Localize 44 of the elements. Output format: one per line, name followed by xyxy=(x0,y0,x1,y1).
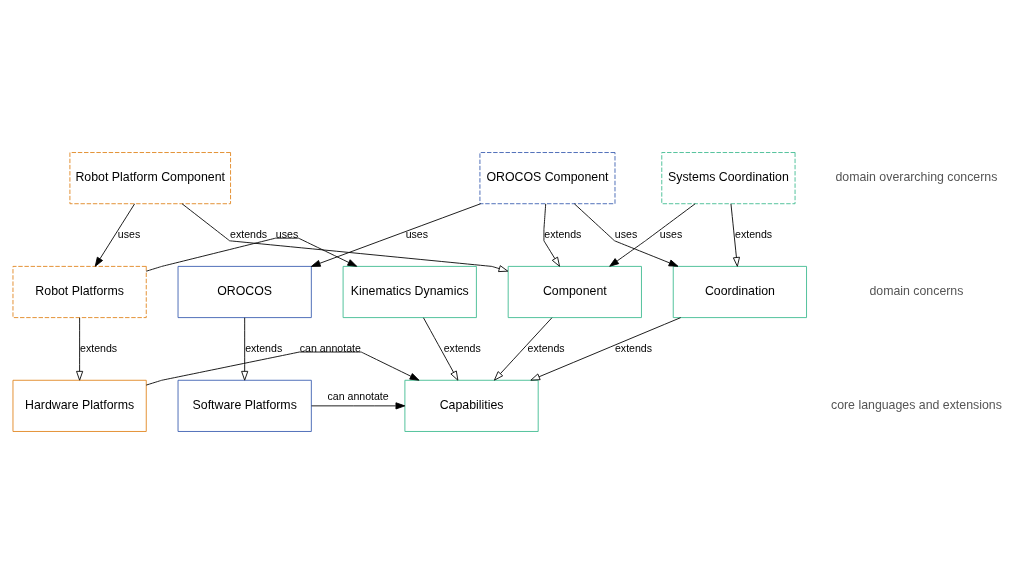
edge-label: uses xyxy=(405,227,428,240)
node-box: Systems Coordination xyxy=(661,152,796,205)
edge-label: extends xyxy=(544,227,582,240)
edge-label: uses xyxy=(275,227,299,240)
arrow xyxy=(730,203,740,267)
arrow xyxy=(94,203,135,267)
arrow xyxy=(311,402,406,410)
node-box: OROCOS xyxy=(177,265,312,319)
edge-label: extends xyxy=(245,341,283,354)
edge-label: extends xyxy=(443,341,481,354)
arrow xyxy=(145,237,358,272)
node-box: OROCOS Component xyxy=(479,152,616,205)
edge-label: extends xyxy=(230,227,268,240)
arrow xyxy=(543,203,560,267)
arrow xyxy=(530,317,682,381)
edge-label: uses xyxy=(117,227,141,240)
arrow xyxy=(145,351,420,386)
node-box: Coordination xyxy=(672,265,807,319)
arrow xyxy=(609,203,696,267)
node-box: Robot Platform Component xyxy=(69,152,231,205)
edge-label: extends xyxy=(527,341,565,354)
arrow xyxy=(573,203,679,267)
arrow xyxy=(181,203,509,273)
node-box: Hardware Platforms xyxy=(12,379,147,432)
node-box: Robot Platforms xyxy=(12,265,147,319)
edge-label: extends xyxy=(735,227,773,240)
edge-label: uses xyxy=(614,227,638,240)
arrow xyxy=(241,317,249,381)
edge-label: can annotate xyxy=(327,390,389,403)
edge-label: uses xyxy=(659,227,683,240)
arrow xyxy=(310,203,482,267)
edge-label: extends xyxy=(80,341,118,354)
node-box: Software Platforms xyxy=(177,379,312,432)
label: core languages and extensions xyxy=(830,398,1002,413)
node-box: Component xyxy=(507,265,642,319)
edge-label: extends xyxy=(614,341,653,354)
node-box: Capabilities xyxy=(404,379,539,432)
arrow xyxy=(423,317,459,381)
label: domain concerns xyxy=(869,284,964,299)
label: domain overarching concerns xyxy=(835,170,998,185)
arrow xyxy=(76,317,84,381)
node-box: Kinematics Dynamics xyxy=(342,265,477,319)
edge-label: can annotate xyxy=(299,341,361,354)
arrow xyxy=(493,317,553,381)
